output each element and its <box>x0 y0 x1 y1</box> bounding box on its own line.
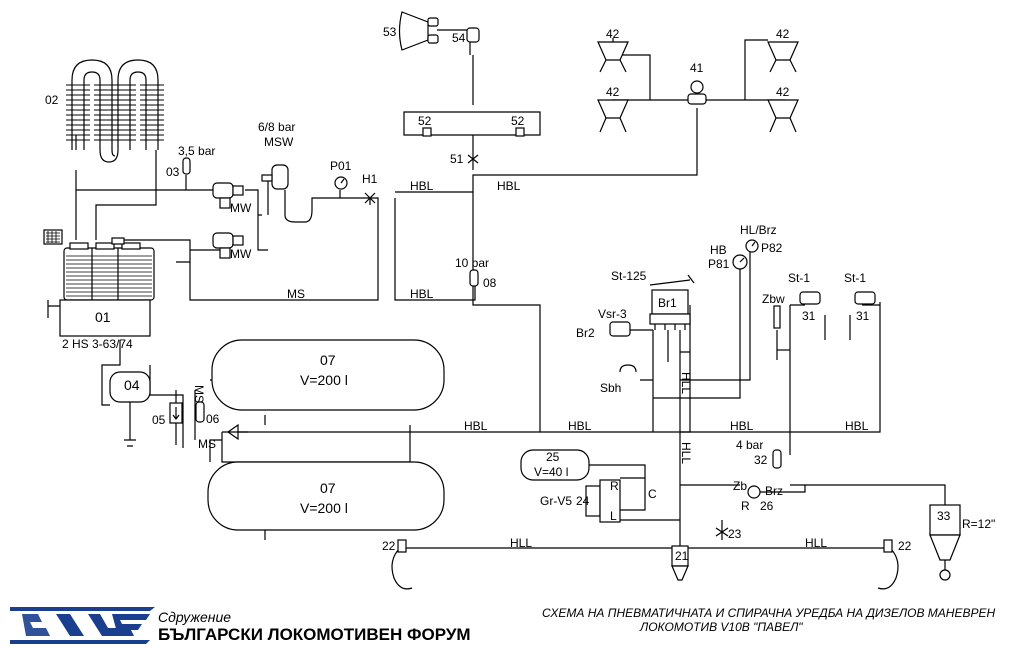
label-hll-1: HLL <box>679 372 693 394</box>
label-mw-1: MW <box>230 201 252 215</box>
label-02: 02 <box>45 93 59 107</box>
horn-group: 53 54 52 52 51 HBL HBL <box>383 11 525 193</box>
label-tank-bot-id: 07 <box>320 480 336 496</box>
label-ms-2: MS <box>198 437 216 451</box>
label-st1-right: St-1 <box>844 271 866 285</box>
valve-group-compressor: 3,5 bar 03 MW MW 6/8 bar MSW P01 H1 <box>166 120 378 261</box>
blf-logo <box>10 607 155 644</box>
label-08: 08 <box>483 276 497 290</box>
label-hbl-4: HBL <box>464 419 488 433</box>
distributor-group: 4 bar 32 25 V=40 l Gr-V5 24 R C L Zb Brz… <box>520 438 995 581</box>
label-04: 04 <box>124 377 140 393</box>
label-brz: Brz <box>765 484 783 498</box>
label-03-pressure: 3,5 bar <box>178 144 215 158</box>
label-53: 53 <box>383 25 397 39</box>
label-51: 51 <box>450 152 464 166</box>
label-52-left: 52 <box>418 114 432 128</box>
label-25: 25 <box>546 450 560 464</box>
port-c: C <box>648 487 657 501</box>
brake-valve-group: St-125 Br1 Vsr-3 Br2 Sbh HLL HB P81 HL/B… <box>568 223 876 464</box>
main-reservoir-top: 07 V=200 l <box>211 339 445 411</box>
label-hbl-3: HBL <box>410 287 434 301</box>
label-tank-top-vol: V=200 l <box>300 372 348 388</box>
label-ms-1: MS <box>287 287 305 301</box>
label-03: 03 <box>166 165 180 179</box>
label-42-tr: 42 <box>776 27 790 41</box>
label-21: 21 <box>675 549 689 563</box>
label-mw-2: MW <box>230 247 252 261</box>
label-p81: P81 <box>708 257 730 271</box>
label-hll-2: HLL <box>679 442 693 464</box>
label-sbh: Sbh <box>600 381 621 395</box>
label-tank-bot-vol: V=200 l <box>300 500 348 516</box>
air-cooler-02: 02 <box>45 59 164 163</box>
label-32-pressure: 4 bar <box>736 438 763 452</box>
footer-caption-line2: ЛОКОМОТИВ V10B "ПАВЕЛ" <box>639 620 803 634</box>
label-vsr3: Vsr-3 <box>598 307 627 321</box>
label-br1: Br1 <box>658 296 677 310</box>
label-05: 05 <box>152 413 166 427</box>
label-p01: P01 <box>330 159 352 173</box>
label-08-pressure: 10 bar <box>455 256 489 270</box>
label-42-bl: 42 <box>606 85 620 99</box>
label-26: 26 <box>760 499 774 513</box>
pipe-network <box>75 29 946 549</box>
label-42-br: 42 <box>776 85 790 99</box>
footer: Сдружение БЪЛГАРСКИ ЛОКОМОТИВЕН ФОРУМ СХ… <box>10 606 995 644</box>
label-42-tl: 42 <box>606 27 620 41</box>
label-06: 06 <box>206 412 220 426</box>
label-01: 01 <box>95 309 111 325</box>
label-grv5: Gr-V5 <box>540 494 572 508</box>
label-hbl-7: HBL <box>845 419 869 433</box>
label-23: 23 <box>728 527 742 541</box>
label-hll-3: HLL <box>510 536 532 550</box>
port-r1: R <box>610 479 619 493</box>
label-hbl-2: HBL <box>497 179 521 193</box>
label-hlbrz: HL/Brz <box>740 223 777 237</box>
label-31-right: 31 <box>856 309 870 323</box>
label-st1-left: St-1 <box>788 271 810 285</box>
label-52-right: 52 <box>511 114 525 128</box>
label-31-left: 31 <box>802 309 816 323</box>
port-l: L <box>610 509 617 523</box>
footer-org-name: БЪЛГАРСКИ ЛОКОМОТИВЕН ФОРУМ <box>158 625 471 644</box>
valve-08 <box>469 269 479 287</box>
port-r2: R <box>741 499 750 513</box>
label-zbw: Zbw <box>762 292 785 306</box>
label-25-vol: V=40 l <box>534 465 568 479</box>
brake-pipe-group: 23 21 HLL HLL 22 22 <box>382 527 912 590</box>
label-41: 41 <box>690 61 704 75</box>
label-hbl-6: HBL <box>730 419 754 433</box>
label-p82: P82 <box>761 241 783 255</box>
label-ms-3: MS <box>192 385 206 403</box>
label-st125: St-125 <box>611 269 647 283</box>
sanding-group: 41 42 42 42 42 <box>597 27 799 133</box>
label-tank-top-id: 07 <box>320 352 336 368</box>
label-hbl-1: HBL <box>410 179 434 193</box>
label-compressor-model: 2 HS 3-63/74 <box>62 337 133 351</box>
label-33-size: R=12" <box>962 517 995 531</box>
label-hbl-5: HBL <box>568 419 592 433</box>
label-msw-pressure: 6/8 bar <box>258 120 295 134</box>
label-33: 33 <box>937 509 951 523</box>
label-22-left: 22 <box>382 539 396 553</box>
label-h1: H1 <box>362 172 378 186</box>
compressor-01: 01 2 HS 3-63/74 <box>43 229 155 351</box>
label-54: 54 <box>452 31 466 45</box>
dryer-group: 04 05 06 MS MS <box>109 371 248 451</box>
label-22-right: 22 <box>898 539 912 553</box>
label-br2: Br2 <box>576 326 595 340</box>
label-32: 32 <box>754 453 768 467</box>
label-24: 24 <box>576 494 590 508</box>
label-msw: MSW <box>264 135 294 149</box>
footer-org-type: Сдружение <box>158 609 231 625</box>
label-zb: Zb <box>733 479 747 493</box>
footer-caption-line1: СХЕМА НА ПНЕВМАТИЧНАТА И СПИРАЧНА УРЕДБА… <box>542 606 995 620</box>
label-hll-4: HLL <box>805 536 827 550</box>
label-hb: HB <box>710 243 727 257</box>
main-reservoir-bottom: 07 V=200 l <box>207 461 445 531</box>
